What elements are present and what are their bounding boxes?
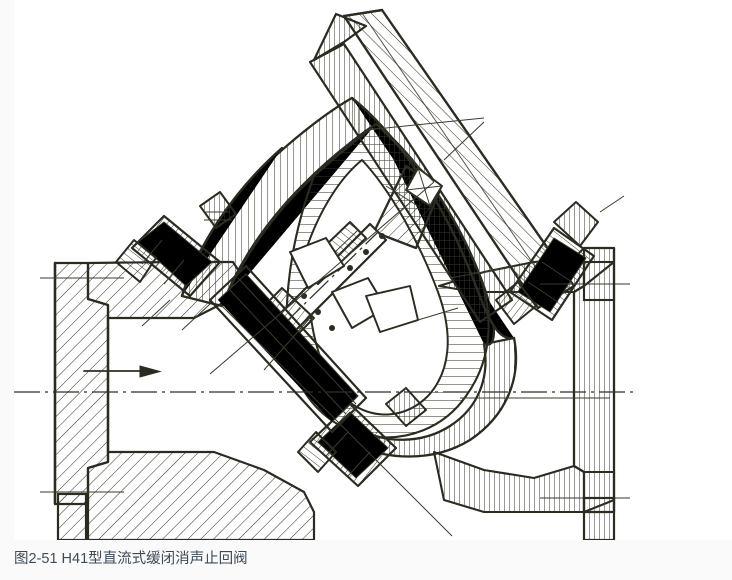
flow-direction-arrow (83, 365, 162, 378)
upper-left-bolt-assembly (115, 191, 237, 327)
outlet-pipe-wall-bottom (432, 450, 616, 514)
drawing-canvas (14, 0, 732, 540)
valve-seat-blocks (289, 237, 419, 333)
right-flange-bolt-detail (582, 496, 616, 540)
left-flange-bolt-detail (56, 492, 88, 540)
upper-right-bolt-assembly (495, 195, 625, 325)
inner-flow-passage (304, 159, 449, 416)
figure-caption: 图2-51 H41型直流式缓闭消声止回阀 (14, 551, 248, 567)
auxiliary-construction-lines (263, 117, 517, 371)
stem-pin-dots (301, 233, 385, 331)
body-joint-flange (208, 264, 368, 434)
valve-disc-nose (405, 167, 443, 207)
bonnet-top-flange (312, 12, 368, 62)
valve-sectional-drawing (14, 0, 732, 540)
inlet-pipe-wall-bottom (86, 450, 316, 540)
inlet-bore (106, 316, 110, 454)
seat-diagonal-line (181, 181, 453, 537)
right-flange-neck-block (582, 260, 616, 302)
